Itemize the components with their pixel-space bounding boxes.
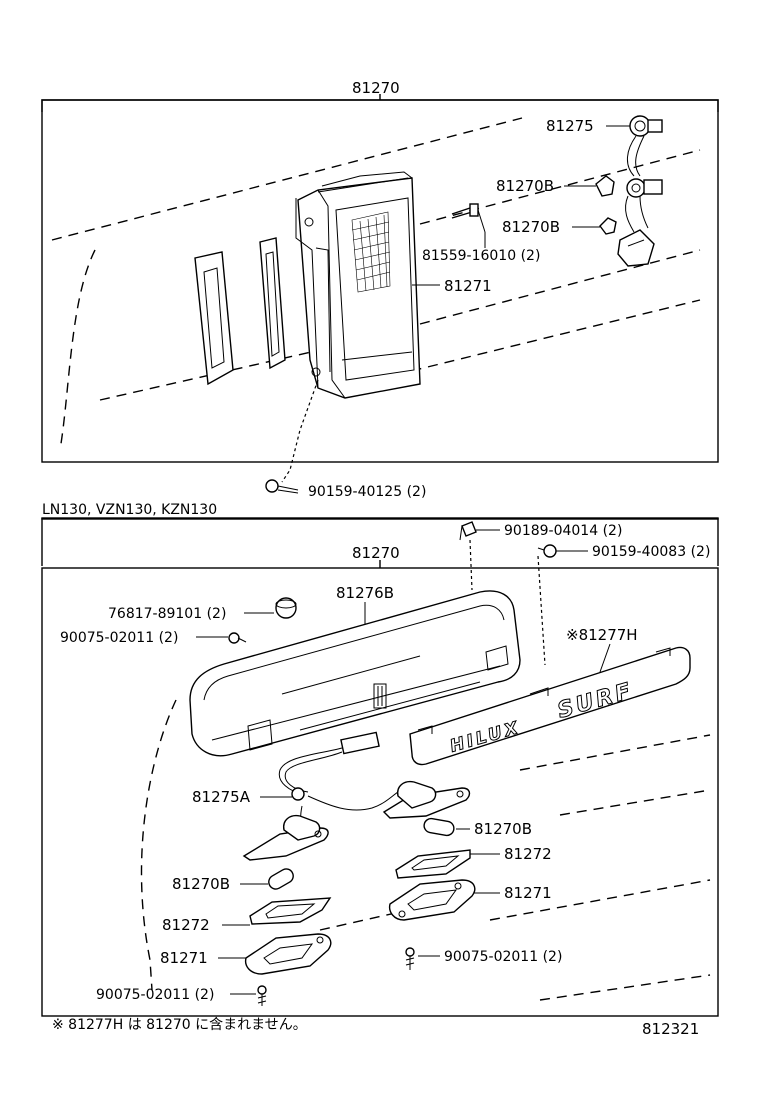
- bulb-icon-right: [423, 817, 455, 837]
- top-assembly-bracket: [41, 94, 719, 112]
- variant-divider: [41, 517, 719, 520]
- gasket-right: [395, 849, 471, 879]
- lens-right: [388, 879, 476, 921]
- socket-plate-left: [242, 814, 329, 861]
- bulb-icon-upper: [595, 175, 615, 197]
- label-harness: 81275A: [192, 788, 251, 806]
- label-screw-bottom: 90075-02011 (2): [96, 987, 214, 1003]
- clip-icon: [459, 521, 477, 541]
- label-garnish: ※81277H: [566, 626, 638, 644]
- label-lens-right: 81271: [504, 884, 552, 902]
- body-line-1: [519, 734, 711, 771]
- bulb-icon-lower: [599, 217, 617, 235]
- body-outline-left: [140, 699, 177, 991]
- bottom-assembly-label: 81270: [352, 544, 400, 562]
- socket-harness-icon: [617, 115, 663, 267]
- screw-icon-left: [228, 632, 247, 644]
- lamp-housing: [295, 171, 421, 399]
- label-screw-bottom-top: 90159-40125 (2): [308, 484, 426, 500]
- screw-path-dotted: [281, 379, 319, 483]
- socket-plate-right: [382, 780, 471, 819]
- label-lens-left: 81271: [160, 949, 208, 967]
- bulb-icon-left: [268, 868, 294, 890]
- label-gasket-right: 81272: [504, 845, 552, 863]
- screw-icon-90159-40125: [265, 479, 299, 494]
- lens-left: [244, 933, 332, 975]
- diagram-number: 812321: [642, 1020, 699, 1038]
- label-bulb-right: 81270B: [474, 820, 532, 838]
- body-line-4: [539, 974, 711, 1001]
- gasket-left: [249, 897, 332, 925]
- body-line-3: [489, 879, 711, 921]
- label-clip: 90189-04014 (2): [504, 523, 622, 539]
- harness-icon: [278, 731, 405, 829]
- variant-label: LN130, VZN130, KZN130: [42, 502, 217, 518]
- side-lens-inner: [259, 237, 286, 370]
- label-grommet: 76817-89101 (2): [108, 606, 226, 622]
- bottom-section-frame: [41, 567, 719, 1017]
- high-mount-housing: [189, 590, 521, 757]
- top-section-frame: [41, 99, 719, 463]
- label-lens: 81271: [444, 277, 492, 295]
- label-screw-right: 90075-02011 (2): [444, 949, 562, 965]
- leader-garnish: [599, 643, 611, 673]
- screw-dotted: [537, 555, 546, 666]
- label-bulb-left: 81270B: [172, 875, 230, 893]
- grommet-icon: [275, 597, 297, 619]
- footnote: ※ 81277H は 81270 に含まれません。: [52, 1017, 307, 1033]
- label-screw-mid: 81559-16010 (2): [422, 248, 540, 264]
- clip-dotted: [469, 539, 473, 591]
- screw-icon-right: [405, 947, 415, 970]
- top-assembly-label: 81270: [352, 79, 400, 97]
- label-bulb-lower: 81270B: [502, 218, 560, 236]
- label-gasket-left: 81272: [162, 916, 210, 934]
- label-bulb-upper: 81270B: [496, 177, 554, 195]
- label-screw-left: 90075-02011 (2): [60, 630, 178, 646]
- garnish-plate: [409, 646, 691, 766]
- label-screw-top-right: 90159-40083 (2): [592, 544, 710, 560]
- label-housing: 81276B: [336, 584, 394, 602]
- screw-icon-90159-40083: [537, 544, 557, 558]
- screw-icon-bottom: [257, 985, 267, 1006]
- side-lens-outer: [194, 251, 234, 386]
- label-socket: 81275: [546, 117, 594, 135]
- lens-hatch-pattern: [351, 211, 391, 293]
- body-line-5: [319, 911, 401, 931]
- body-line-2: [559, 789, 711, 816]
- screw-icon-81559: [451, 203, 486, 248]
